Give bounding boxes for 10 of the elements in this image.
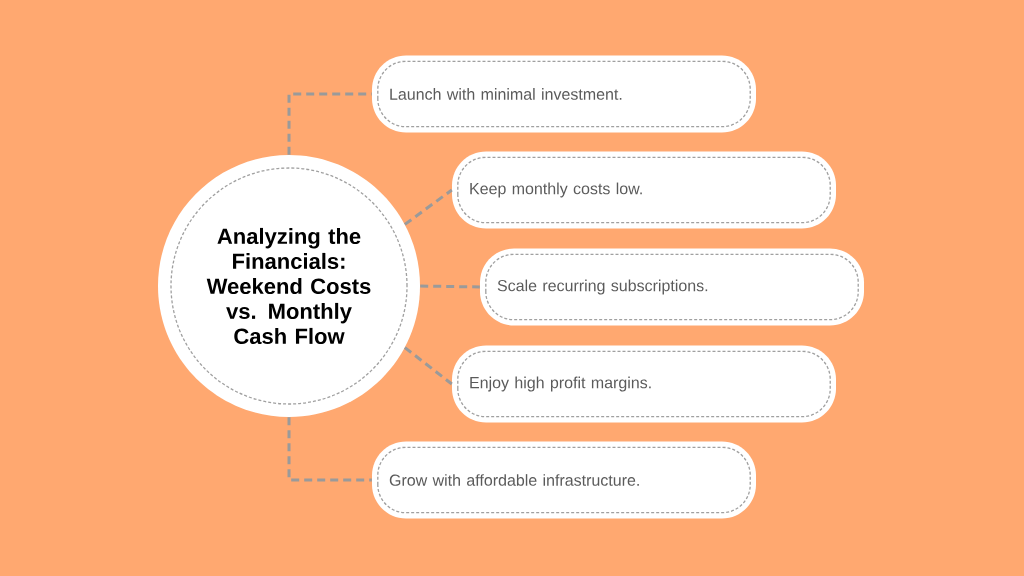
connector-line: [287, 417, 372, 482]
connector-line: [403, 188, 453, 226]
text-box: Keep monthly costs low.: [452, 151, 836, 229]
text-box: Enjoy high profit margins.: [452, 345, 836, 423]
connector-line: [420, 284, 480, 289]
connector-line: [403, 346, 453, 386]
connector-line: [287, 92, 372, 155]
text-box: Grow with affordable infrastructure.: [372, 441, 756, 519]
text-box: Launch with minimal investment.: [372, 55, 756, 133]
text-box: Scale recurring subscriptions.: [480, 248, 864, 326]
